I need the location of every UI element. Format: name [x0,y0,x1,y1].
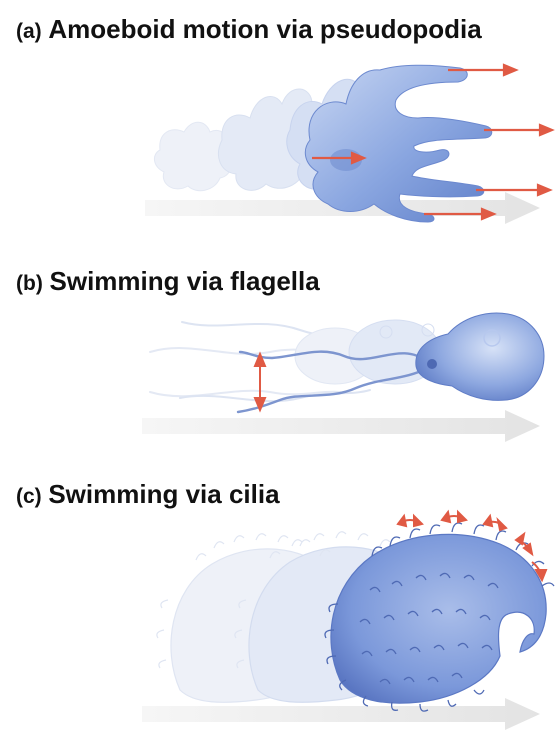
cilia-beat-arrows [396,509,548,583]
panel-c-letter: (c) [16,485,42,508]
panel-c-illustration [142,509,555,730]
panel-a-heading: Amoeboid motion via pseudopodia [48,14,482,44]
panel-b-letter: (b) [16,272,43,295]
pseudopod-arrows [312,63,555,221]
panel-b-title: (b) Swimming via flagella [16,266,320,297]
panel-a-illustration [145,63,555,224]
ciliate-body [330,533,547,704]
flagellate-body [415,312,545,401]
ciliate-ghost-cilia [156,531,411,669]
cilia [324,522,555,712]
ghost-organelle [379,325,393,339]
flagellate-nucleus [483,329,501,347]
flagellate-eyespot [427,359,437,369]
panel-b-illustration [142,312,545,442]
panel-a-title: (a) Amoeboid motion via pseudopodia [16,14,482,45]
panel-c-heading: Swimming via cilia [48,479,280,509]
ghost-organelle [421,323,435,337]
panel-b-heading: Swimming via flagella [49,266,320,296]
flagellum-beat-arrow [253,351,267,413]
direction-arrow-b [142,410,540,442]
amoeba-body [304,64,493,223]
panel-c-title: (c) Swimming via cilia [16,479,280,510]
direction-arrow-c [142,698,540,730]
panel-a-letter: (a) [16,20,42,43]
